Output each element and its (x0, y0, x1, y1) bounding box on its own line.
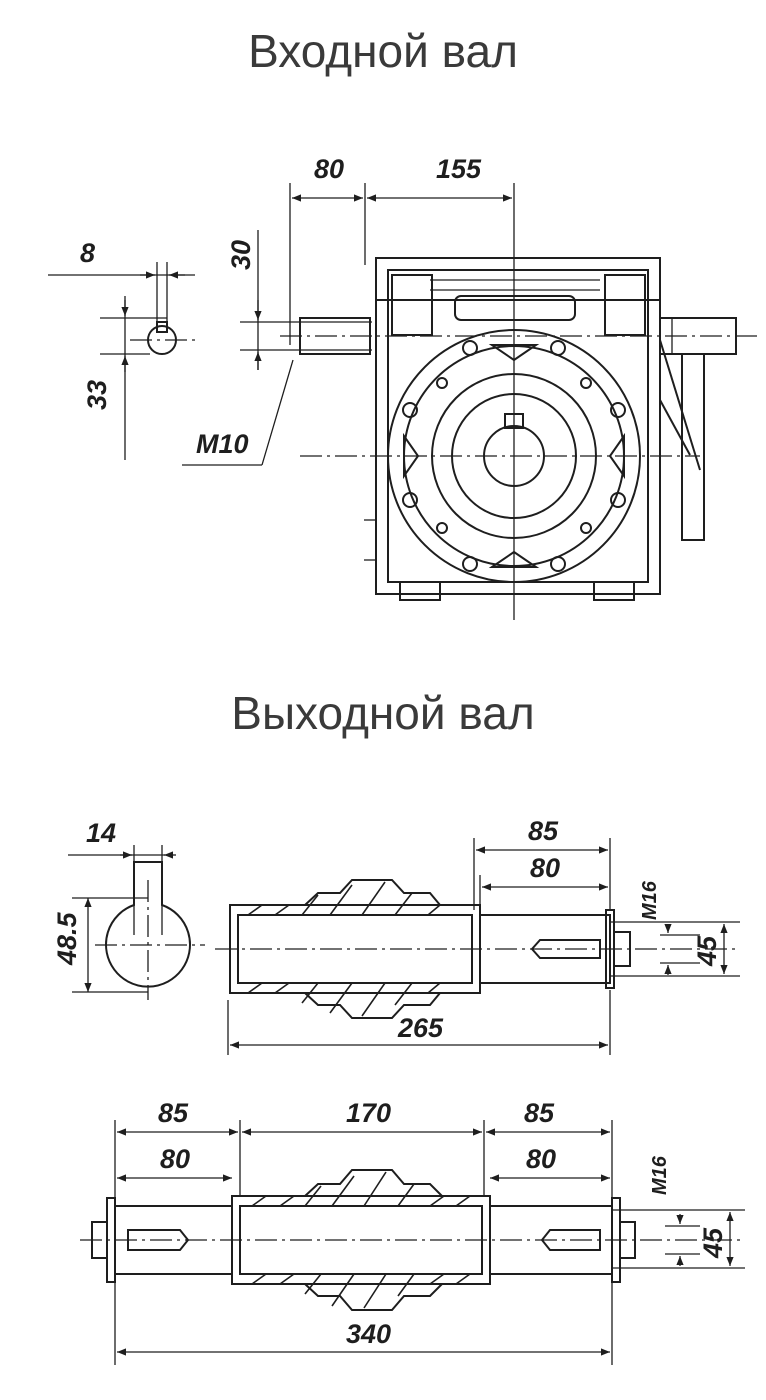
output-key-section (68, 845, 205, 1000)
dim-265-label: 265 (397, 1013, 444, 1043)
output-shaft-title: Выходной вал (231, 687, 535, 739)
dim-80-single-label: 80 (530, 853, 560, 883)
input-shaft-drawing: 80 155 8 33 (48, 154, 760, 620)
dim-340-label: 340 (346, 1319, 391, 1349)
input-key-section (48, 262, 195, 460)
dim-45-double-label: 45 (698, 1227, 728, 1259)
thread-m10-label: M10 (196, 429, 249, 459)
dim-8-label: 8 (80, 238, 95, 268)
dim-line-85-80-single (473, 838, 611, 910)
dim-170-label: 170 (346, 1098, 391, 1128)
dim-155-label: 155 (436, 154, 482, 184)
dim-85-right-label: 85 (524, 1098, 555, 1128)
dim-30-label: 30 (226, 240, 256, 270)
dim-48-5-label: 48.5 (52, 911, 82, 966)
dim-80-label: 80 (314, 154, 344, 184)
hatch-single (247, 881, 441, 1017)
output-flange (300, 329, 700, 583)
thread-m16-double-label: M16 (649, 1155, 671, 1195)
gearbox-housing (364, 257, 737, 601)
output-shaft-double-drawing: 85 170 85 80 80 (80, 1098, 745, 1365)
input-shaft-stub (240, 230, 760, 370)
output-hub-double (80, 1169, 745, 1311)
dim-line-265 (227, 990, 611, 1055)
dim-80-left-label: 80 (160, 1144, 190, 1174)
output-hub-single (215, 879, 740, 1019)
hatch-double (251, 1171, 471, 1309)
output-shaft-single-drawing: 14 48.5 (52, 816, 740, 1055)
dim-14-label: 14 (86, 818, 116, 848)
dim-45-single-label: 45 (692, 935, 722, 967)
dim-85-left-label: 85 (158, 1098, 189, 1128)
dim-85-single-label: 85 (528, 816, 559, 846)
dim-80-right-label: 80 (526, 1144, 556, 1174)
dim-line-80-155 (289, 183, 515, 620)
dim-33-label: 33 (82, 380, 112, 410)
flange-bolts (402, 340, 626, 572)
thread-m16-single-label: M16 (639, 880, 661, 920)
m10-leader (182, 359, 294, 466)
input-shaft-title: Входной вал (248, 25, 518, 77)
